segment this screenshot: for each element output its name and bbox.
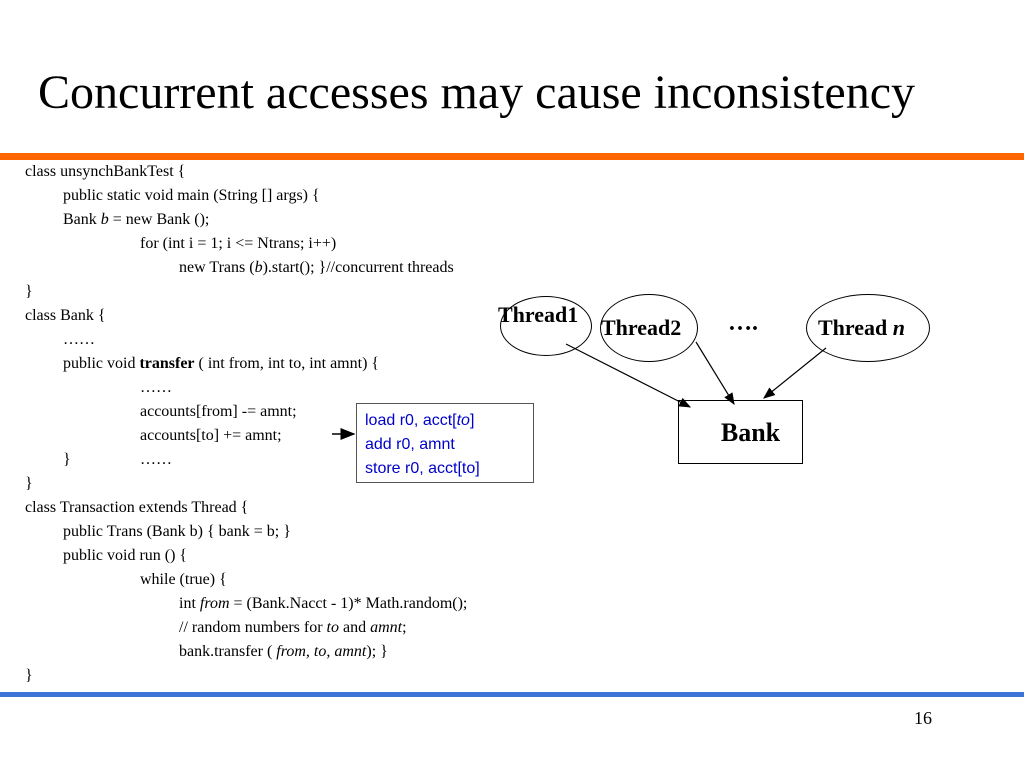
code-text: = (Bank.Nacct - 1)* Math.random();	[229, 595, 468, 612]
code-line: int from = (Bank.Nacct - 1)* Math.random…	[179, 592, 467, 616]
code-line: new Trans (b).start(); }//concurrent thr…	[179, 256, 454, 280]
code-text: public void	[63, 355, 140, 372]
code-line: class Bank {	[25, 307, 106, 324]
ellipsis: ….	[728, 310, 758, 336]
code-line: ……	[140, 379, 172, 396]
page-number: 16	[914, 708, 932, 728]
threadn-italic: n	[892, 315, 906, 340]
code-italic: b	[254, 259, 263, 276]
code-line: class unsynchBankTest {	[25, 163, 186, 180]
code-line: accounts[from] -= amnt;	[140, 403, 297, 420]
callout-text: ]	[469, 412, 475, 429]
code-line: ……	[63, 331, 95, 348]
threadn-text: Thread	[818, 315, 893, 340]
code-text: int	[179, 595, 200, 612]
thread1-ellipse	[500, 296, 592, 356]
callout-text: load r0, acct[	[365, 412, 457, 429]
code-line: while (true) {	[140, 571, 227, 588]
assembly-callout: load r0, acct[to] add r0, amnt store r0,…	[356, 403, 534, 483]
callout-italic: to	[456, 412, 470, 429]
threadn-label: Thread n	[818, 315, 905, 341]
code-line: accounts[to] += amnt;	[140, 427, 282, 444]
code-line: for (int i = 1; i <= Ntrans; i++)	[140, 235, 337, 252]
code-line: }	[25, 283, 33, 300]
code-line: public static void main (String [] args)…	[63, 187, 320, 204]
bottom-divider	[0, 692, 1024, 697]
top-divider	[0, 153, 1024, 160]
code-text: ); }	[366, 643, 388, 660]
code-text: ( int from, int to, int amnt) {	[194, 355, 380, 372]
code-italic: b	[100, 211, 109, 228]
code-line: Bank b = new Bank ();	[63, 208, 209, 232]
code-text: new Trans (	[179, 259, 255, 276]
callout-line: load r0, acct[to]	[365, 409, 533, 433]
code-line: bank.transfer ( from, to, amnt); }	[179, 640, 388, 664]
callout-line: store r0, acct[to]	[365, 460, 480, 477]
threadn-ellipse	[806, 294, 930, 362]
bank-box: Bank	[678, 400, 803, 464]
code-line: public Trans (Bank b) { bank = b; }	[63, 523, 291, 540]
code-italic: from, to, amnt	[276, 643, 367, 660]
bank-label: Bank	[720, 418, 781, 447]
slide-title: Concurrent accesses may cause inconsiste…	[38, 66, 916, 119]
code-line: ……	[140, 451, 172, 468]
code-text: ;	[402, 619, 407, 636]
code-line: public void run () {	[63, 547, 188, 564]
callout-line: add r0, amnt	[365, 436, 455, 453]
code-line: }	[25, 667, 33, 684]
code-text: bank.transfer (	[179, 643, 277, 660]
thread1-label: Thread1	[498, 302, 579, 327]
code-text: = new Bank ();	[108, 211, 210, 228]
code-line: }	[63, 451, 71, 468]
arrow-threadn-to-bank	[763, 347, 827, 399]
code-text: and	[338, 619, 371, 636]
code-italic: to	[326, 619, 339, 636]
code-line: public void transfer ( int from, int to,…	[63, 352, 379, 376]
thread2-ellipse	[600, 294, 698, 362]
code-line: // random numbers for to and amnt;	[179, 616, 407, 640]
code-italic: from	[199, 595, 230, 612]
code-text: Bank	[63, 211, 101, 228]
code-text: ).start(); }//concurrent threads	[262, 259, 454, 276]
arrow-thread2-to-bank	[695, 341, 735, 406]
code-text: // random numbers for	[179, 619, 327, 636]
thread2-label: Thread2	[601, 315, 682, 340]
code-italic: amnt	[370, 619, 403, 636]
code-line: class Transaction extends Thread {	[25, 499, 249, 516]
code-line: }	[25, 475, 33, 492]
arrow-thread1-to-bank	[565, 343, 692, 408]
code-bold: transfer	[139, 355, 195, 372]
